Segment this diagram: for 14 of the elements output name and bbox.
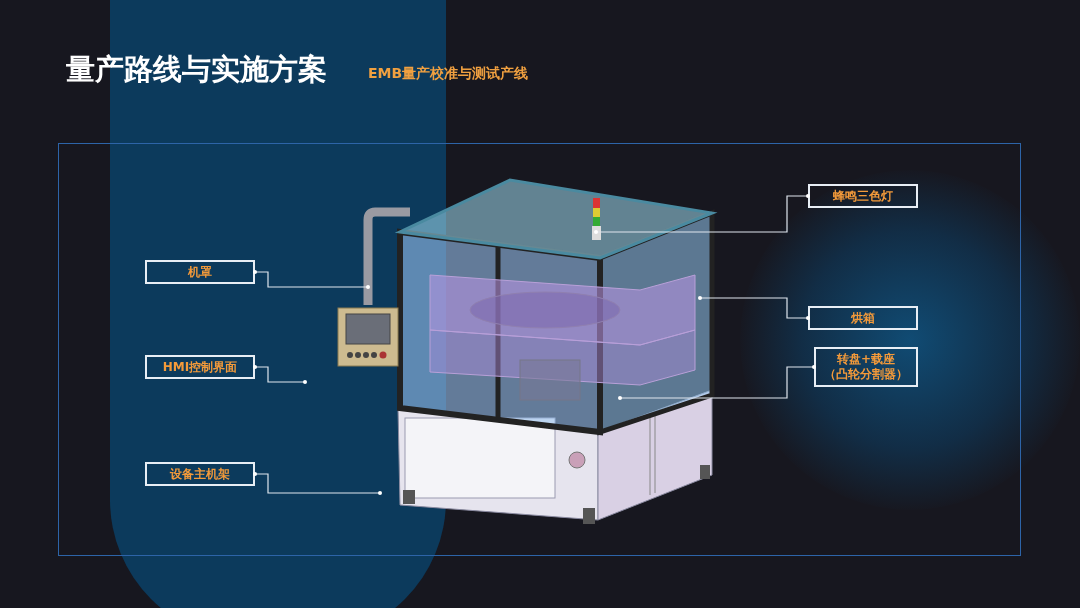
callout-label: 烘箱: [808, 306, 918, 330]
callout-label: HMI控制界面: [145, 355, 255, 379]
leader-line: [698, 296, 810, 320]
callout-label: 机罩: [145, 260, 255, 284]
leader-line: [253, 270, 370, 289]
callout-label: 蜂鸣三色灯: [808, 184, 918, 208]
subtitle: EMB量产校准与测试产线: [368, 65, 529, 83]
callout-label: 转盘+载座（凸轮分割器）: [814, 347, 918, 387]
leader-line: [618, 365, 816, 400]
leader-line: [594, 194, 810, 234]
leader-line: [253, 472, 382, 495]
leader-line: [253, 365, 307, 384]
title: 量产路线与实施方案: [66, 51, 327, 88]
callout-label: 设备主机架: [145, 462, 255, 486]
